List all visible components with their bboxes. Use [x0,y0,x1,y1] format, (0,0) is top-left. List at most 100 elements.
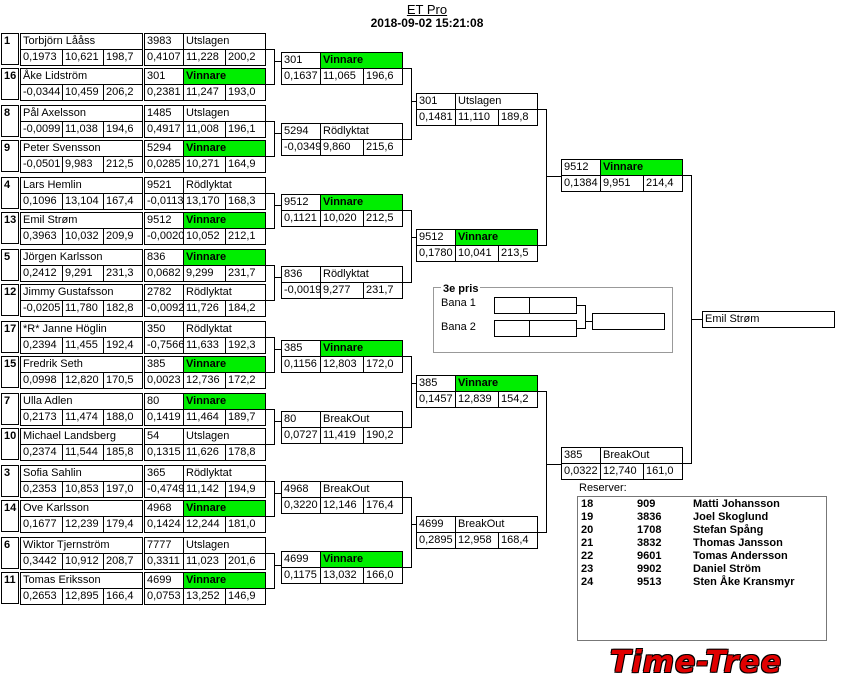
r1-reaction-time: -0,4749 [144,481,184,498]
r1-result: Utslagen [183,537,266,554]
bana2-lane[interactable] [494,320,530,337]
reserve-n: 20 [581,524,594,536]
racer-speed: 170,5 [103,372,143,389]
third-place-winner[interactable] [592,313,665,330]
racer-reaction-time: 0,2374 [20,444,63,461]
seed-number: 12 [1,284,19,316]
seed-number: 14 [1,500,19,532]
r1-lane: 3983 [144,33,184,50]
racer-name: Torbjörn Lååss [20,33,143,50]
r2-elapsed-time: 11,065 [320,68,364,85]
racer-elapsed-time: 10,912 [62,553,104,570]
r2-lane: 4968 [281,481,321,498]
racer-reaction-time: 0,3442 [20,553,63,570]
r2-reaction-time: 0,3220 [281,497,321,514]
r1-elapsed-time: 11,626 [183,444,226,461]
racer-name: Michael Landsberg [20,428,143,445]
racer-elapsed-time: 10,621 [62,49,104,66]
seed-number: 16 [1,68,19,100]
racer-speed: 179,4 [103,516,143,533]
racer-name: Åke Lidström [20,68,143,85]
r3-elapsed-time: 12,958 [455,532,499,549]
r1-speed: 201,6 [225,553,266,570]
r3-lane: 301 [416,93,456,110]
r1-speed: 146,9 [225,588,266,605]
r4-result: Vinnare [600,159,683,176]
r2-elapsed-time: 9,277 [320,282,364,299]
reserve-id: 909 [637,498,656,510]
bana1-lane[interactable] [494,297,530,314]
r3-reaction-time: 0,2895 [416,532,456,549]
r1-result: Rödlyktat [183,177,266,194]
racer-elapsed-time: 10,032 [62,228,104,245]
r1-result: Vinnare [183,356,266,373]
r2-reaction-time: 0,1121 [281,210,321,227]
seed-number: 9 [1,140,19,172]
r1-lane: 80 [144,393,184,410]
reserve-id: 1708 [637,524,662,536]
racer-elapsed-time: 9,291 [62,265,104,282]
racer-reaction-time: 0,1677 [20,516,63,533]
r1-speed: 196,1 [225,121,266,138]
seed-number: 11 [1,572,19,604]
r2-speed: 215,6 [363,139,403,156]
racer-elapsed-time: 9,983 [62,156,104,173]
racer-reaction-time: 0,2653 [20,588,63,605]
reserve-name: Sten Åke Kransmyr [693,576,795,588]
reserve-n: 23 [581,563,594,575]
r2-reaction-time: -0,0019 [281,282,321,299]
racer-name: Peter Svensson [20,140,143,157]
r1-reaction-time: 0,4917 [144,121,184,138]
r1-lane: 4699 [144,572,184,589]
racer-elapsed-time: 11,544 [62,444,104,461]
r1-elapsed-time: 11,247 [183,84,226,101]
r1-lane: 7777 [144,537,184,554]
racer-elapsed-time: 10,459 [62,84,104,101]
bana1-result[interactable] [529,297,577,314]
bana1-label: Bana 1 [441,297,476,309]
reserve-name: Thomas Jansson [693,537,783,549]
r1-speed: 168,3 [225,193,266,210]
racer-speed: 182,8 [103,300,143,317]
r3-speed: 168,4 [498,532,538,549]
r1-elapsed-time: 13,252 [183,588,226,605]
racer-name: Wiktor Tjernström [20,537,143,554]
r4-speed: 161,0 [643,463,683,480]
racer-reaction-time: 0,3963 [20,228,63,245]
r3-reaction-time: 0,1481 [416,109,456,126]
r1-reaction-time: 0,3311 [144,553,184,570]
r2-lane: 9512 [281,194,321,211]
racer-reaction-time: 0,1096 [20,193,63,210]
r3-speed: 154,2 [498,391,538,408]
racer-elapsed-time: 12,239 [62,516,104,533]
r2-result: BreakOut [320,481,403,498]
seed-number: 7 [1,393,19,425]
racer-speed: 231,3 [103,265,143,282]
racer-elapsed-time: 11,455 [62,337,104,354]
reserve-n: 24 [581,576,594,588]
r1-lane: 365 [144,465,184,482]
r1-reaction-time: 0,0023 [144,372,184,389]
r1-speed: 172,2 [225,372,266,389]
r2-reaction-time: 0,1156 [281,356,321,373]
r2-lane: 385 [281,340,321,357]
r2-speed: 212,5 [363,210,403,227]
racer-name: Jörgen Karlsson [20,249,143,266]
racer-reaction-time: -0,0344 [20,84,63,101]
r1-result: Vinnare [183,572,266,589]
r1-lane: 385 [144,356,184,373]
racer-name: Ove Karlsson [20,500,143,517]
reserve-id: 3832 [637,537,662,549]
bana2-result[interactable] [529,320,577,337]
r2-reaction-time: 0,1175 [281,567,321,584]
racer-reaction-time: 0,2173 [20,409,63,426]
r2-elapsed-time: 12,146 [320,497,364,514]
r4-reaction-time: 0,1384 [561,175,601,192]
racer-speed: 212,5 [103,156,143,173]
r1-lane: 5294 [144,140,184,157]
reserve-id: 3836 [637,511,662,523]
